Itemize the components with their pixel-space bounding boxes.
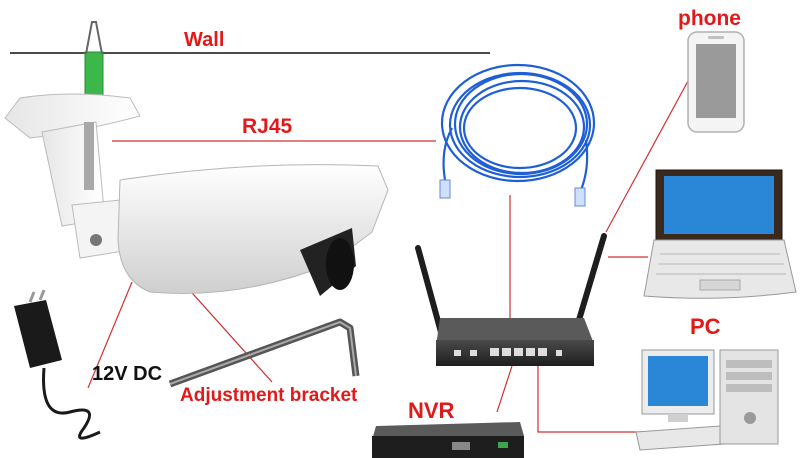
smartphone-icon [687,31,745,133]
router-to-nvr-line [496,365,513,413]
router-icon [415,233,607,366]
power-adapter-icon [14,289,101,440]
pc-label: PC [690,314,721,339]
bullet-camera-icon [4,93,389,296]
ethernet-cable-icon [439,63,596,207]
wall-anchor-icon [84,21,104,97]
router-to-phone-line [605,69,695,233]
bracket-label: Adjustment bracket [180,385,358,406]
nvr-recorder-icon [372,422,524,458]
desktop-pc-icon [635,349,779,451]
phone-label: phone [678,7,741,30]
power-pointer-line [87,281,133,389]
rj45-label: RJ45 [242,115,293,138]
laptop-icon [643,169,797,299]
nvr-label: NVR [408,398,455,423]
hex-key-icon [168,318,360,388]
wall-label: Wall [184,29,225,51]
power-label: 12V DC [92,363,163,385]
